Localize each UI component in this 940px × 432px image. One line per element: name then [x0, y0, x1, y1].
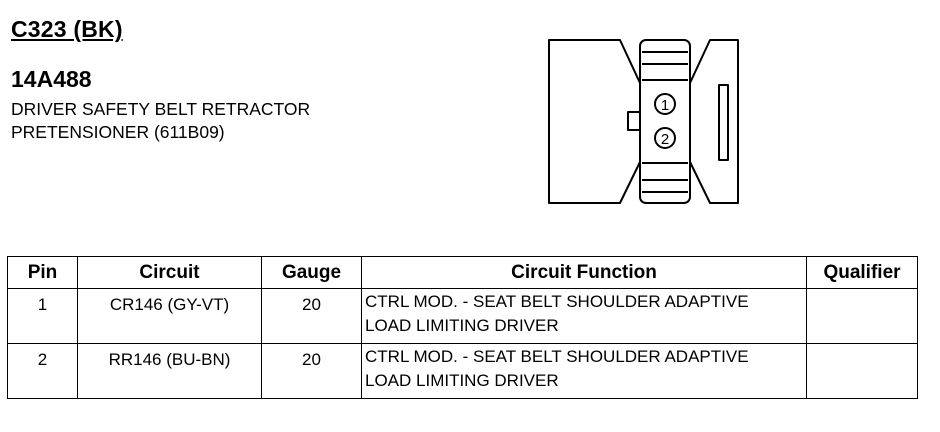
latch-column [639, 39, 691, 204]
part-number: 14A488 [11, 66, 92, 92]
cell-qualifier [806, 288, 918, 344]
table-row: 1 CR146 (GY-VT) 20 CTRL MOD. - SEAT BELT… [7, 288, 918, 344]
header-circuit: Circuit [77, 256, 262, 289]
table-row: 2 RR146 (BU-BN) 20 CTRL MOD. - SEAT BELT… [7, 343, 918, 399]
function-line-1: CTRL MOD. - SEAT BELT SHOULDER ADAPTIVE [365, 292, 749, 311]
cell-pin: 2 [7, 343, 78, 399]
connector-id-title: C323 (BK) [11, 16, 123, 42]
cell-gauge: 20 [261, 343, 362, 399]
function-line-2: LOAD LIMITING DRIVER [365, 371, 559, 390]
pin-1-circle [654, 93, 676, 115]
key-slot [718, 84, 729, 161]
header-pin: Pin [7, 256, 78, 289]
pinout-table: Pin Circuit Gauge Circuit Function Quali… [7, 256, 918, 399]
component-description: DRIVER SAFETY BELT RETRACTOR PRETENSIONE… [11, 98, 310, 144]
pin-2-label: 2 [661, 131, 669, 148]
header-qualifier: Qualifier [806, 256, 918, 289]
function-line-2: LOAD LIMITING DRIVER [365, 316, 559, 335]
pin-2-circle [654, 127, 676, 149]
description-line-1: DRIVER SAFETY BELT RETRACTOR [11, 99, 311, 119]
connector-outline-right [689, 39, 739, 204]
connector-outline [548, 39, 641, 204]
cell-gauge: 20 [261, 288, 362, 344]
cell-circuit-function: CTRL MOD. - SEAT BELT SHOULDER ADAPTIVE … [361, 343, 807, 399]
connector-face-diagram: 1 2 [548, 39, 739, 204]
cell-pin: 1 [7, 288, 78, 344]
function-line-1: CTRL MOD. - SEAT BELT SHOULDER ADAPTIVE [365, 347, 749, 366]
table-header-row: Pin Circuit Gauge Circuit Function Quali… [7, 256, 918, 289]
cell-circuit: RR146 (BU-BN) [77, 343, 262, 399]
cell-circuit-function: CTRL MOD. - SEAT BELT SHOULDER ADAPTIVE … [361, 288, 807, 344]
header-circuit-function: Circuit Function [361, 256, 807, 289]
description-line-2: PRETENSIONER (611B09) [11, 122, 225, 142]
cell-qualifier [806, 343, 918, 399]
header-gauge: Gauge [261, 256, 362, 289]
pin-1-label: 1 [661, 97, 669, 114]
cell-circuit: CR146 (GY-VT) [77, 288, 262, 344]
